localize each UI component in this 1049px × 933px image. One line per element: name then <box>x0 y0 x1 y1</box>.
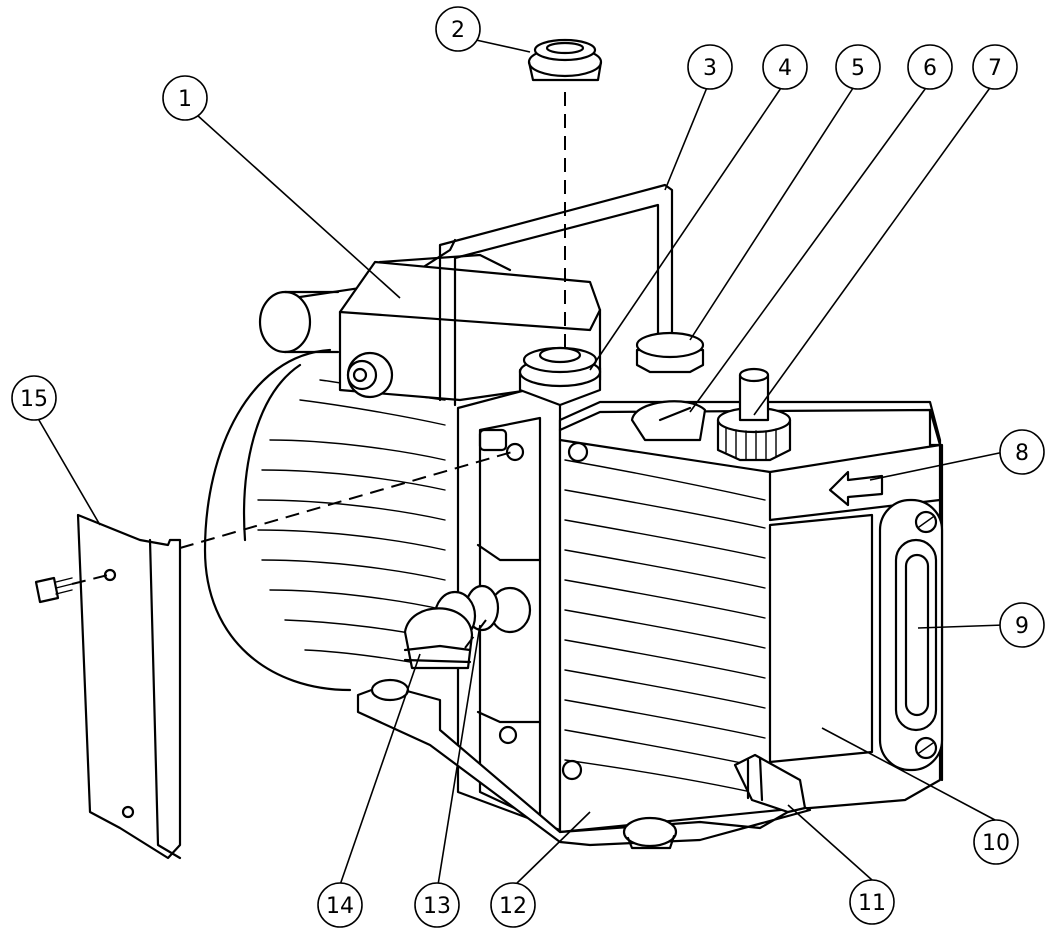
bracket-assembly-line <box>179 451 513 549</box>
cable-gland-icon <box>346 351 394 399</box>
callout-label: 8 <box>1015 441 1029 466</box>
callout-label: 1 <box>178 87 192 112</box>
mode-selector <box>403 584 532 670</box>
screw-assembly-line <box>71 574 109 585</box>
callout-2: 2 <box>435 6 481 52</box>
callout-label: 12 <box>499 894 527 919</box>
bracket-plate <box>76 513 182 860</box>
filler-cap <box>527 38 603 82</box>
fixing-screw <box>34 576 73 604</box>
knob-assembly-line <box>464 619 487 649</box>
callout-12: 12 <box>490 882 536 928</box>
callout-15: 15 <box>11 375 57 421</box>
callout-label: 7 <box>988 56 1002 81</box>
rotation-arrow-icon <box>828 470 884 507</box>
callout-label: 6 <box>923 56 937 81</box>
callout-7: 7 <box>972 44 1018 90</box>
callout-8: 8 <box>999 429 1045 475</box>
callout-label: 15 <box>20 387 48 412</box>
oil-filler-plug <box>518 346 602 407</box>
callout-label: 5 <box>851 56 865 81</box>
callout-label: 3 <box>703 56 717 81</box>
callout-10: 10 <box>973 819 1019 865</box>
callout-label: 13 <box>423 894 451 919</box>
exhaust-port-plug <box>635 331 705 374</box>
callout-6: 6 <box>907 44 953 90</box>
inlet-port <box>716 367 792 462</box>
leader-lines <box>35 39 1005 886</box>
callout-label: 10 <box>982 831 1010 856</box>
callout-14: 14 <box>317 882 363 928</box>
callout-13: 13 <box>414 882 460 928</box>
callout-4: 4 <box>762 44 808 90</box>
callout-label: 2 <box>451 18 465 43</box>
oil-drain-plug <box>733 753 807 814</box>
callout-label: 9 <box>1015 614 1029 639</box>
gas-ballast-control <box>630 400 707 442</box>
callout-label: 11 <box>858 891 886 916</box>
callout-3: 3 <box>687 44 733 90</box>
callout-5: 5 <box>835 44 881 90</box>
callout-11: 11 <box>849 879 895 925</box>
callout-label: 14 <box>326 894 354 919</box>
callout-1: 1 <box>162 75 208 121</box>
oil-sight-glass <box>878 498 944 772</box>
callout-9: 9 <box>999 602 1045 648</box>
callout-label: 4 <box>778 56 792 81</box>
